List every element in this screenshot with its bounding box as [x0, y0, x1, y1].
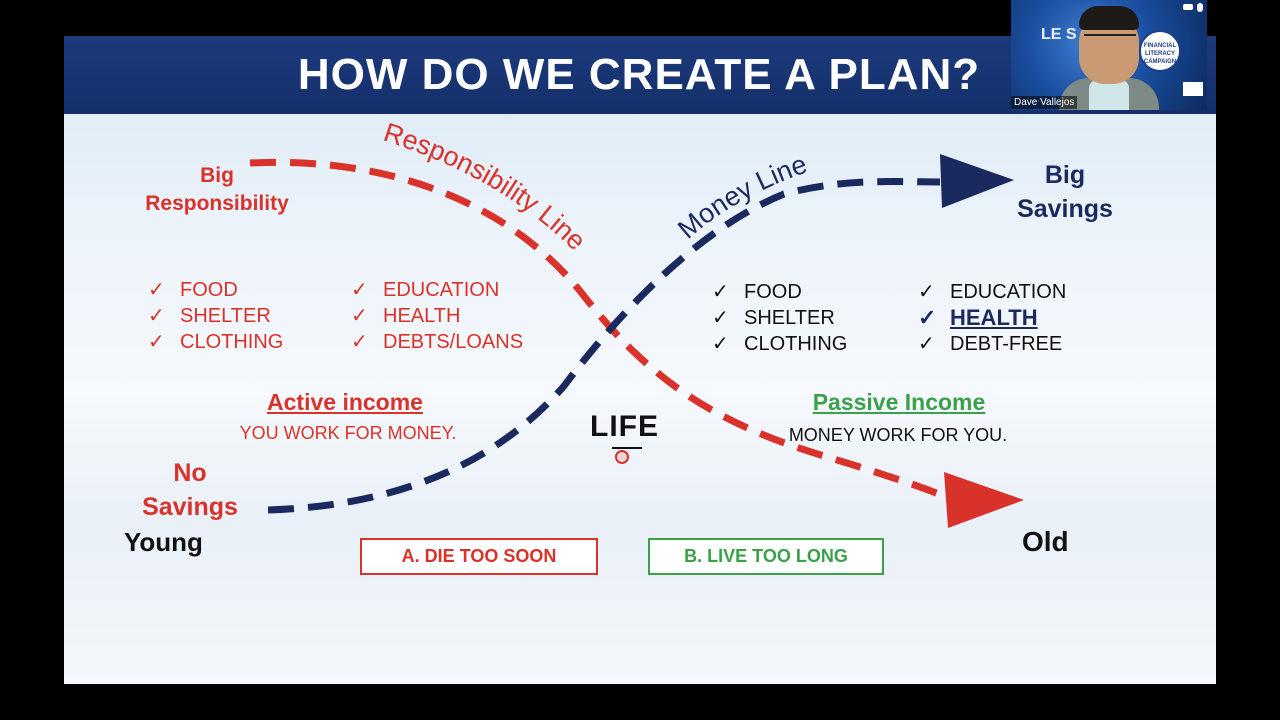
- big-savings-line1: Big: [1044, 161, 1086, 189]
- life-underline: [612, 447, 642, 449]
- list-item: ✓ SHELTER: [712, 305, 847, 331]
- list-item: ✓ HEALTH: [351, 303, 523, 329]
- list-item: ✓ FOOD: [712, 279, 847, 305]
- responsibility-arrowhead: [944, 472, 1024, 528]
- list-item-text: HEALTH: [950, 305, 1038, 330]
- list-item-health: ✓ HEALTH: [918, 305, 1066, 331]
- video-person-hair: [1079, 6, 1139, 30]
- participant-video-tile[interactable]: LE S FINANCIAL LITERACY CAMPAIGN Dave Va…: [1011, 0, 1207, 110]
- check-icon: ✓: [351, 279, 368, 301]
- list-item: ✓ FOOD: [148, 277, 283, 303]
- young-label: Young: [124, 527, 203, 557]
- money-arrowhead: [940, 154, 1014, 208]
- presentation-slide: HOW DO WE CREATE A PLAN? Responsibility …: [64, 36, 1216, 684]
- list-item: ✓ EDUCATION: [351, 277, 523, 303]
- list-item: ✓ CLOTHING: [148, 329, 283, 355]
- list-item: ✓ SHELTER: [148, 303, 283, 329]
- check-icon: ✓: [351, 305, 368, 327]
- curves-diagram: Responsibility Line Money Line: [249, 117, 1024, 528]
- big-savings-label: Big Savings: [1009, 158, 1121, 226]
- list-item-text: EDUCATION: [950, 281, 1067, 303]
- slide-title: HOW DO WE CREATE A PLAN?: [297, 50, 981, 99]
- list-item: ✓ EDUCATION: [918, 279, 1066, 305]
- money-line-curve: [267, 178, 941, 514]
- list-item: ✓ DEBT-FREE: [918, 331, 1066, 357]
- responsibility-line-curve: [249, 158, 946, 500]
- big-responsibility-line1: Big: [200, 164, 234, 187]
- list-item: ✓ DEBTS/LOANS: [351, 329, 523, 355]
- list-item-text: CLOTHING: [180, 331, 284, 353]
- list-item-text: DEBTS/LOANS: [383, 331, 524, 353]
- mini-logo-icon: [1183, 82, 1203, 96]
- microphone-icon: [1197, 3, 1203, 12]
- list-item-text: EDUCATION: [383, 279, 500, 301]
- right-needs-list-1: ✓ FOOD ✓ SHELTER ✓ CLOTHING: [712, 279, 847, 357]
- participant-name: Dave Vallejos: [1011, 96, 1078, 109]
- passive-income-title: Passive Income: [812, 389, 986, 415]
- active-income-title: Active income: [267, 389, 423, 415]
- check-icon: ✓: [712, 333, 729, 355]
- die-too-soon-button[interactable]: A. DIE TOO SOON: [360, 538, 598, 575]
- old-label: Old: [1022, 526, 1069, 557]
- money-line-label: Money Line: [672, 149, 811, 245]
- check-icon: ✓: [918, 281, 935, 303]
- no-savings-line1: No: [173, 459, 207, 487]
- right-needs-list-2: ✓ EDUCATION ✓ HEALTH ✓ DEBT-FREE: [918, 279, 1066, 357]
- check-icon: ✓: [918, 333, 935, 355]
- no-savings-line2: Savings: [142, 493, 238, 521]
- no-savings-label: No Savings: [130, 456, 250, 524]
- check-icon: ✓: [148, 331, 165, 353]
- responsibility-line-label: Responsibility Line: [380, 117, 591, 256]
- list-item-text: SHELTER: [180, 305, 271, 327]
- check-icon: ✓: [712, 307, 729, 329]
- big-savings-line2: Savings: [1017, 195, 1113, 223]
- video-camera-icon: [1183, 4, 1193, 10]
- left-needs-list-1: ✓ FOOD ✓ SHELTER ✓ CLOTHING: [148, 277, 283, 355]
- active-income-subtitle: YOU WORK FOR MONEY.: [239, 423, 457, 443]
- list-item-text: CLOTHING: [744, 333, 848, 355]
- check-icon: ✓: [148, 279, 165, 301]
- live-too-long-button[interactable]: B. LIVE TOO LONG: [648, 538, 884, 575]
- list-item-text: DEBT-FREE: [950, 333, 1063, 355]
- list-item: ✓ CLOTHING: [712, 331, 847, 357]
- check-icon: ✓: [712, 281, 729, 303]
- pointer-cursor-icon: [615, 450, 629, 464]
- list-item-text: FOOD: [744, 281, 802, 303]
- check-icon: ✓: [918, 305, 937, 330]
- list-item-text: SHELTER: [744, 307, 835, 329]
- list-item-text: HEALTH: [383, 305, 461, 327]
- video-person-glasses: [1084, 34, 1136, 46]
- left-needs-list-2: ✓ EDUCATION ✓ HEALTH ✓ DEBTS/LOANS: [351, 277, 523, 355]
- passive-income-subtitle: MONEY WORK FOR YOU.: [788, 425, 1008, 445]
- list-item-text: FOOD: [180, 279, 238, 301]
- big-responsibility-line2: Responsibility: [145, 192, 289, 215]
- video-background-banner: LE S: [1041, 26, 1077, 43]
- big-responsibility-label: Big Responsibility: [132, 162, 302, 218]
- video-person-collar: [1089, 80, 1129, 110]
- campaign-logo: FINANCIAL LITERACY CAMPAIGN: [1139, 30, 1181, 72]
- check-icon: ✓: [351, 331, 368, 353]
- life-label: LIFE: [590, 410, 659, 443]
- check-icon: ✓: [148, 305, 165, 327]
